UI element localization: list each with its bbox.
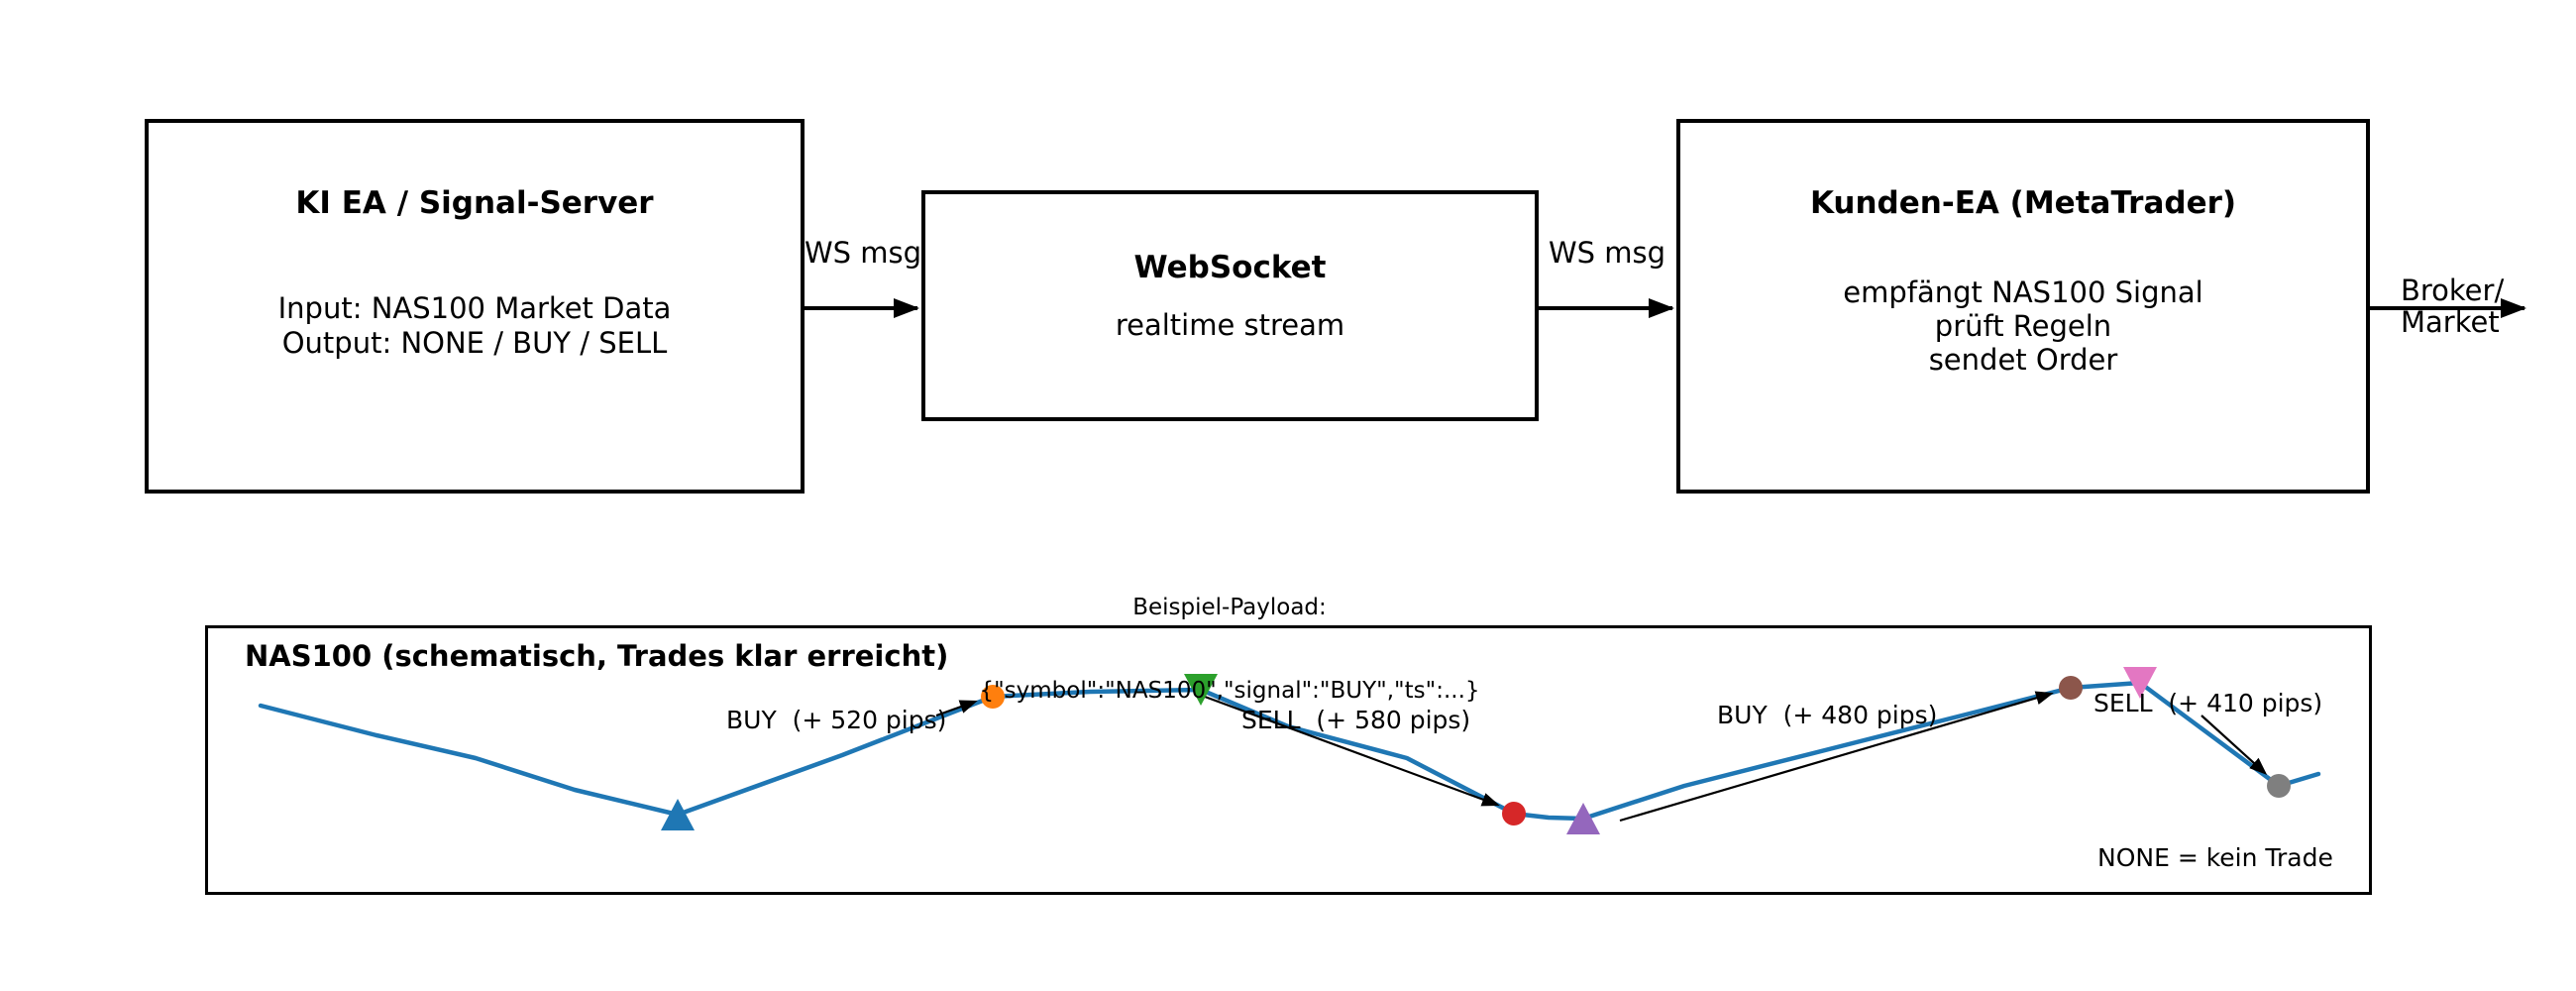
box-websocket-title: WebSocket	[1133, 250, 1327, 285]
payload-caption-line-2: {"symbol":"NAS100","signal":"BUY","ts":.…	[979, 678, 1480, 704]
box-signal-server: KI EA / Signal-Server Input: NAS100 Mark…	[145, 119, 805, 494]
box-kunden-ea-line-1: empfängt NAS100 Signal	[1843, 275, 2203, 309]
broker-label-line-1: Broker/	[2401, 274, 2505, 307]
trade-label-sell-580: SELL (+ 580 pips)	[1241, 706, 1471, 734]
broker-market-label: Broker/ Market	[2401, 275, 2504, 338]
box-kunden-ea-body: empfängt NAS100 Signal prüft Regeln send…	[1680, 275, 2366, 377]
trade-label-buy-480: BUY (+ 480 pips)	[1717, 701, 1938, 729]
box-kunden-ea-line-3: sendet Order	[1928, 343, 2118, 377]
trade-label-buy-520: BUY (+ 520 pips)	[726, 706, 947, 734]
box-signal-server-line-2: Output: NONE / BUY / SELL	[281, 326, 668, 360]
box-signal-server-line-1: Input: NAS100 Market Data	[277, 291, 672, 325]
box-kunden-ea-title: Kunden-EA (MetaTrader)	[1809, 185, 2237, 221]
box-websocket-body: realtime stream	[925, 308, 1535, 343]
box-kunden-ea: Kunden-EA (MetaTrader) empfängt NAS100 S…	[1676, 119, 2370, 494]
payload-caption-line-1: Beispiel-Payload:	[1132, 595, 1327, 620]
trade-label-sell-410: SELL (+ 410 pips)	[2093, 689, 2323, 717]
ws-msg-label-2: WS msg	[1548, 236, 1666, 270]
box-websocket-line-1: realtime stream	[1115, 308, 1345, 342]
chart-title: NAS100 (schematisch, Trades klar erreich…	[245, 639, 949, 673]
box-websocket: WebSocket realtime stream	[921, 190, 1539, 421]
box-kunden-ea-line-2: prüft Regeln	[1934, 309, 2112, 343]
broker-label-line-2: Market	[2401, 305, 2500, 339]
payload-caption: Beispiel-Payload: {"symbol":"NAS100","si…	[979, 538, 1479, 760]
ws-msg-label-1: WS msg	[804, 236, 922, 270]
box-signal-server-body: Input: NAS100 Market Data Output: NONE /…	[149, 291, 801, 361]
box-signal-server-title: KI EA / Signal-Server	[295, 185, 654, 221]
chart-note: NONE = kein Trade	[2097, 843, 2333, 872]
